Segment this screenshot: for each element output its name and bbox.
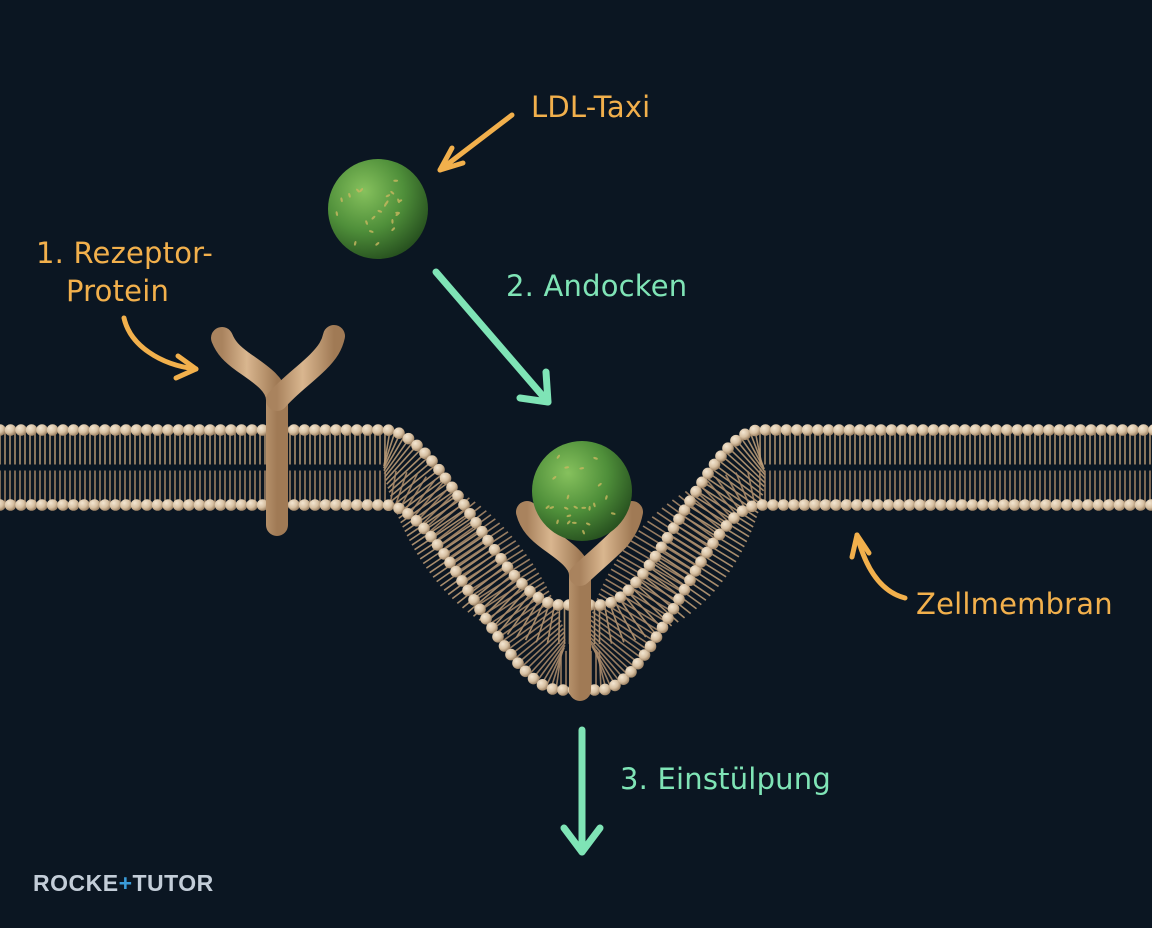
membrane-heads-outer [0, 424, 1152, 611]
arrow-down-icon [560, 726, 604, 856]
rezeptor-label-line2: Protein [66, 274, 170, 308]
brand-logo: ROCKE+TUTOR [33, 870, 214, 897]
einstuelpung-label: 3. Einstülpung [620, 762, 831, 796]
rezeptor-label-line1: 1. Rezeptor- [36, 236, 214, 270]
brand-part1: ROCKE [33, 870, 119, 896]
brand-part2: TUTOR [132, 870, 214, 896]
andocken-label: 2. Andocken [506, 269, 688, 303]
curved-arrow-icon [121, 315, 199, 381]
receptor-protein-left [211, 325, 345, 536]
receptor-protein-docked [516, 501, 643, 701]
ldl-particle-docked [532, 441, 632, 541]
curved-arrow-icon [849, 532, 908, 601]
arrow-down-right-icon [432, 268, 552, 406]
ldl-taxi-label: LDL-Taxi [531, 90, 651, 124]
cell-membrane [0, 424, 1152, 696]
zellmembran-label: Zellmembran [916, 587, 1113, 621]
brand-plus: + [118, 870, 133, 896]
membrane-heads-inner [0, 499, 1152, 696]
ldl-particle-free [328, 159, 428, 259]
rezeptor-protein-label: 1. Rezeptor- Protein [36, 234, 213, 310]
arrow-icon [437, 112, 515, 173]
